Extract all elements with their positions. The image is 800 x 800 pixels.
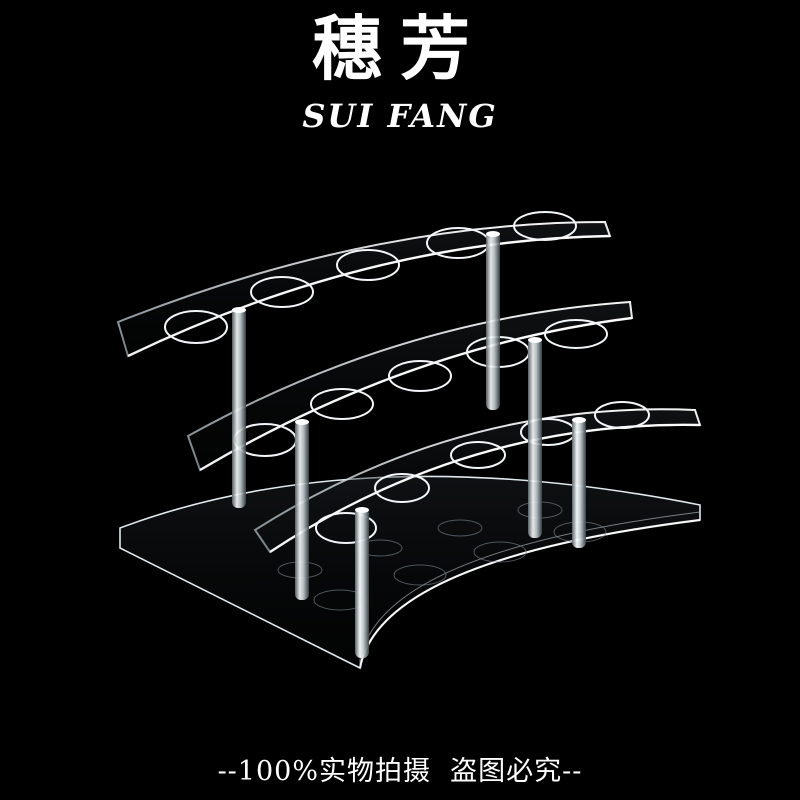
brand-logo-chinese: 穗芳	[312, 7, 488, 90]
brand-logo-latin: SUI FANG	[302, 97, 498, 135]
tier-middle	[186, 300, 634, 472]
base-plate	[119, 475, 701, 670]
support-rods	[232, 231, 586, 658]
tier-bottom	[253, 401, 702, 554]
photo-authenticity-caption: --100%实物拍摄 盗图必究--	[217, 756, 583, 787]
tier-top	[116, 211, 612, 358]
